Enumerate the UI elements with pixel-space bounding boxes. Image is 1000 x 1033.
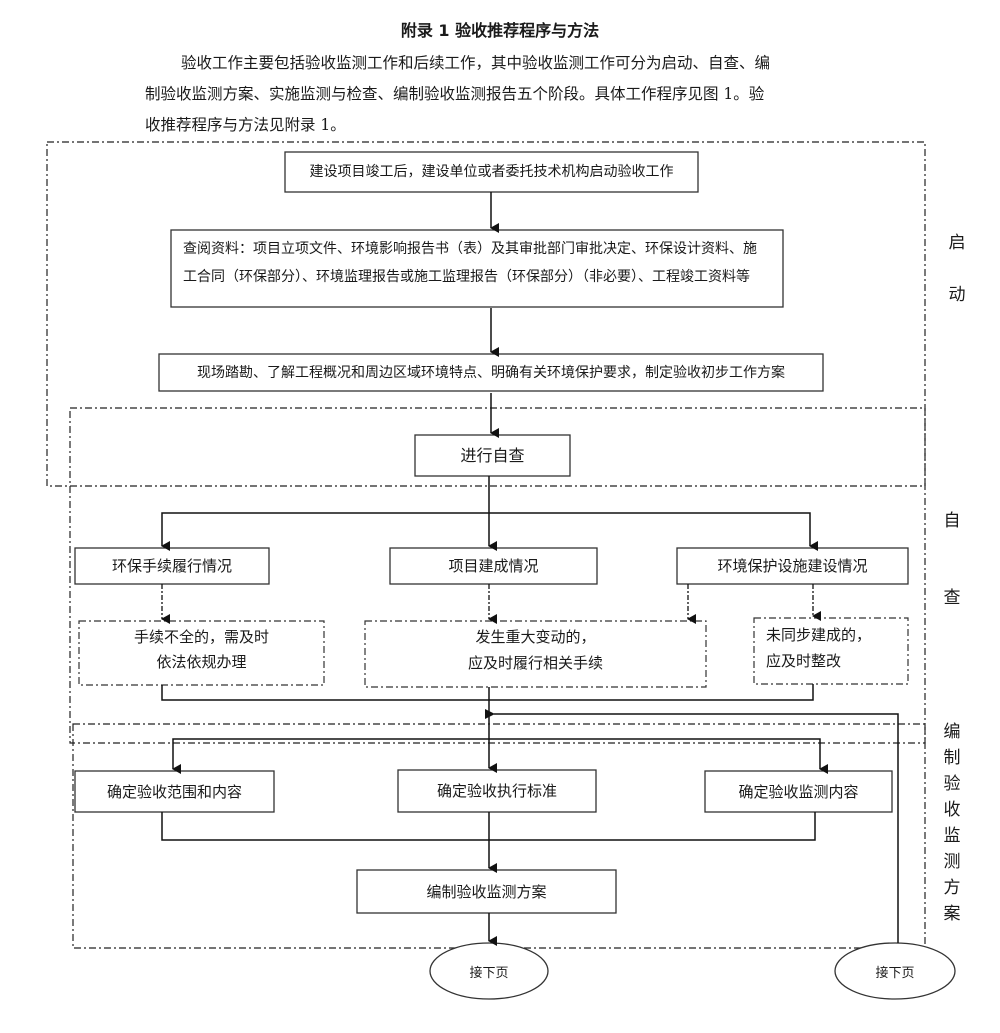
node-monitoring-content: 确定验收监测内容 — [738, 782, 859, 801]
stage-label-plan-5: 监 — [943, 826, 961, 846]
stage-label-start-2: 动 — [948, 285, 966, 305]
line-merge-right — [489, 684, 814, 701]
node-self-check: 进行自查 — [460, 445, 525, 465]
stage-label-plan-6: 测 — [943, 852, 961, 872]
node-project-completion: 项目建成情况 — [448, 557, 539, 575]
node-site-survey: 现场踏勘、了解工程概况和周边区域环境特点、明确有关环境保护要求，制定验收初步工作… — [197, 364, 785, 381]
line-branch2-right — [489, 738, 828, 774]
node-not-synced-line1: 未同步建成的， — [766, 626, 872, 644]
paragraph-line: 制验收监测方案、实施监测与检查、编制验收监测报告五个阶段。具体工作程序见图 1。… — [145, 85, 765, 103]
node-standards: 确定验收执行标准 — [436, 782, 557, 800]
node-review-docs-line2: 工合同（环保部分）、环境监理报告或施工监理报告（环保部分）（非必要）、工程竣工资… — [183, 269, 750, 285]
box-project-completion — [389, 547, 598, 585]
box-env-facilities — [676, 547, 909, 585]
node-next-page-2: 接下页 — [875, 965, 915, 981]
line-branch-left — [161, 512, 489, 551]
line-branch-right — [489, 512, 818, 551]
node-next-page-1: 接下页 — [469, 965, 509, 981]
node-prepare-plan: 编制验收监测方案 — [426, 882, 547, 901]
stage-label-start-1: 启 — [948, 233, 966, 253]
line-merge-left — [161, 685, 489, 701]
box-prepare-plan — [356, 869, 617, 914]
node-start-work: 建设项目竣工后，建设单位或者委托技术机构启动验收工作 — [309, 164, 674, 180]
stage-label-selfcheck-2: 查 — [943, 588, 961, 608]
node-incomplete-procedures-line1: 手续不全的，需及时 — [133, 628, 269, 646]
stage-frame-plan — [72, 723, 926, 949]
paragraph-line: 收推荐程序与方法见附录 1。 — [145, 116, 346, 134]
line-return-loop — [485, 709, 899, 943]
box-scope — [74, 770, 275, 813]
node-env-procedures: 环保手续履行情况 — [111, 557, 232, 575]
stage-label-plan-2: 制 — [943, 748, 961, 768]
node-major-change-line2: 应及时履行相关手续 — [467, 654, 603, 672]
stage-label-selfcheck-1: 自 — [943, 511, 961, 531]
node-not-synced-line2: 应及时整改 — [766, 652, 842, 670]
stage-label-plan-3: 验 — [943, 774, 961, 794]
node-env-facilities: 环境保护设施建设情况 — [717, 557, 868, 575]
box-monitoring-content — [704, 770, 893, 813]
stage-frame-self-check — [69, 407, 926, 744]
oval-next-page-2 — [834, 942, 956, 1000]
box-env-procedures — [74, 547, 270, 585]
line-branch2-left — [172, 738, 489, 774]
box-standards — [397, 769, 597, 813]
page-title: 附录 1 验收推荐程序与方法 — [400, 21, 600, 40]
node-incomplete-procedures-line2: 依法依规办理 — [156, 653, 247, 671]
line-merge2-right — [489, 812, 816, 841]
line-merge2-left — [161, 812, 489, 841]
node-review-docs-line1: 查阅资料：项目立项文件、环境影响报告书（表）及其审批部门审批决定、环保设计资料、… — [183, 241, 757, 257]
box-review-docs — [170, 229, 784, 308]
paragraph-line: 验收工作主要包括验收监测工作和后续工作，其中验收监测工作可分为启动、自查、编 — [181, 54, 771, 72]
box-not-synced — [753, 617, 909, 685]
node-major-change-line1: 发生重大变动的， — [475, 628, 596, 646]
box-major-change — [364, 620, 707, 688]
box-site-survey — [158, 353, 824, 392]
stage-frame-start — [46, 141, 926, 487]
box-self-check — [414, 434, 571, 477]
intro-paragraph: 验收工作主要包括验收监测工作和后续工作，其中验收监测工作可分为启动、自查、编 制… — [145, 48, 860, 141]
box-incomplete-procedures — [78, 620, 325, 686]
stage-label-plan-1: 编 — [943, 722, 961, 742]
stage-label-plan-7: 方 — [943, 878, 961, 898]
stage-label-plan-4: 收 — [943, 800, 961, 820]
stage-label-plan-8: 案 — [943, 904, 961, 924]
node-scope: 确定验收范围和内容 — [106, 782, 242, 801]
